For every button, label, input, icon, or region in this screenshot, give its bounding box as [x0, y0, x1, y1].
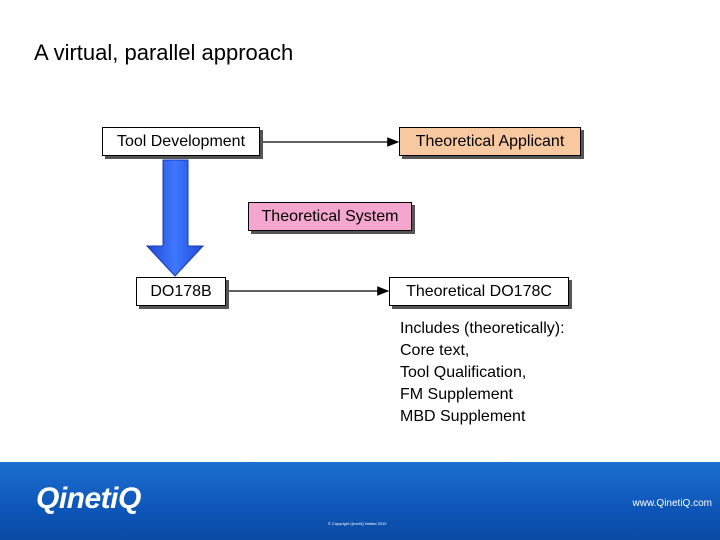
big-down-arrow — [145, 159, 205, 277]
slide-title: A virtual, parallel approach — [34, 40, 294, 65]
notes-line: Tool Qualification, — [400, 364, 527, 381]
theoretical-system-box: Theoretical System — [248, 202, 412, 231]
theoretical-do178c-box: Theoretical DO178C — [389, 277, 569, 306]
do178b-box: DO178B — [136, 277, 226, 306]
notes-line: Includes (theoretically): — [400, 320, 565, 337]
website-link[interactable]: www.QinetiQ.com — [632, 498, 712, 509]
notes-line: Core text, — [400, 342, 470, 359]
footer-bar: QinetiQ www.QinetiQ.com © Copyright Qine… — [0, 462, 720, 540]
copyright-text: © Copyright QinetiQ limited 2010 — [328, 521, 387, 526]
qinetiq-logo: QinetiQ — [36, 482, 141, 515]
notes-line: MBD Supplement — [400, 408, 526, 425]
notes-line: FM Supplement — [400, 386, 513, 403]
includes-notes: Includes (theoretically): Core text, Too… — [400, 318, 565, 428]
theoretical-applicant-box: Theoretical Applicant — [399, 127, 581, 156]
tool-development-box: Tool Development — [102, 127, 260, 156]
